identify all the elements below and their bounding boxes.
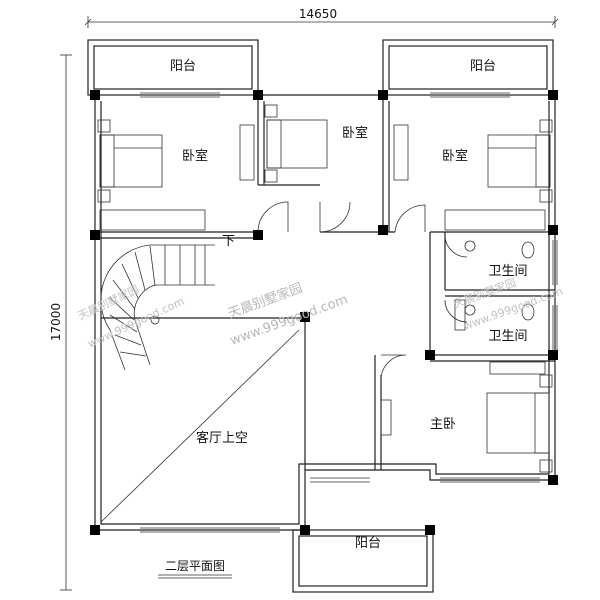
doors [257,201,468,381]
furniture [97,104,553,473]
left-dimension: 17000 [49,54,72,591]
room-labels: 阳台 阳台 卧室 卧室 卧室 卫生间 卫生间 主卧 客厅上空 阳台 [170,59,528,551]
balcony-left-label: 阳台 [170,59,196,74]
stair-down-mark: 下 [222,234,235,249]
walls [87,39,556,593]
balcony-right-label: 阳台 [470,59,496,74]
top-dimension: 14650 [84,7,559,28]
bathroom-upper-label: 卫生间 [488,264,527,279]
bedroom-middle-label: 卧室 [342,125,368,141]
bathroom-lower-label: 卫生间 [488,329,527,344]
watermark-brand-left: 天晨别墅家园 [75,282,141,323]
windows [140,92,558,533]
bedroom-right-label: 卧室 [442,148,468,164]
spiral-staircase: 下 [100,234,235,371]
caption: 二层平面图 [158,559,232,579]
width-dimension-label: 14650 [299,7,337,21]
bedroom-left-label: 卧室 [182,148,208,164]
columns [90,90,558,535]
living-void-label: 客厅上空 [196,430,248,446]
height-dimension-label: 17000 [49,303,63,341]
master-bedroom-label: 主卧 [430,417,456,432]
balcony-bottom-label: 阳台 [355,536,381,551]
plan-caption: 二层平面图 [165,559,225,573]
